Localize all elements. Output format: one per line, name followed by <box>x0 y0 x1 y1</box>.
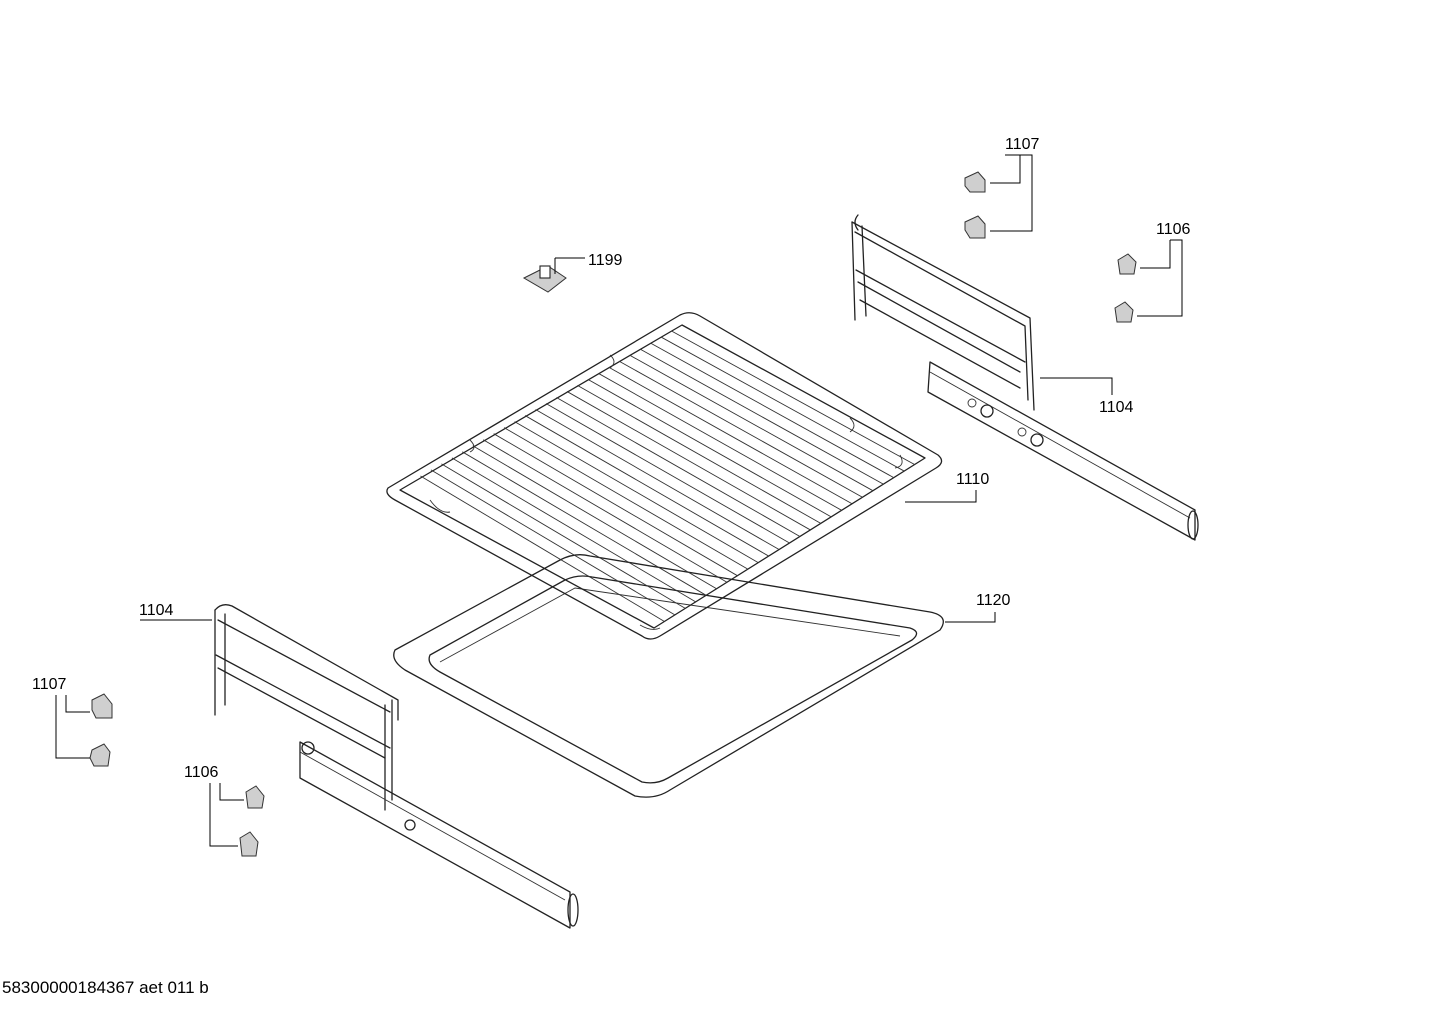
clip-1199-part <box>522 265 567 293</box>
shelf-rod <box>493 433 738 577</box>
shelf-rod <box>420 475 665 622</box>
shelf-rod <box>462 451 707 596</box>
clip-1106-top-lower-part <box>1114 301 1134 323</box>
callout-1107-top: 1107 <box>1005 136 1040 153</box>
right-telescopic-rail-part <box>851 214 1199 541</box>
shelf-rod <box>671 330 915 465</box>
callout-1104-right: 1104 <box>1099 399 1134 416</box>
shelf-rod <box>430 469 676 616</box>
callout-1106-top: 1106 <box>1156 221 1191 238</box>
shelf-rod <box>598 372 842 511</box>
shelf-rod <box>545 403 790 544</box>
shelf-rod <box>566 391 811 531</box>
shelf-rod <box>619 360 863 498</box>
clip-1106-top-upper-part <box>1117 253 1137 275</box>
shelf-rod <box>535 409 780 550</box>
callout-1106-left: 1106 <box>184 764 219 781</box>
shelf-rod <box>587 378 832 518</box>
clip-1107-top-upper-part <box>964 171 986 193</box>
baking-tray-part <box>393 554 944 798</box>
callout-1107-left: 1107 <box>32 676 67 693</box>
callout-1120: 1120 <box>976 592 1011 609</box>
shelf-rod <box>441 463 686 609</box>
shelf-rod <box>650 342 894 479</box>
callout-1199: 1199 <box>588 252 623 269</box>
shelf-rod <box>451 457 696 603</box>
leader-lines <box>55 154 1183 847</box>
left-telescopic-rail-part <box>214 604 579 929</box>
shelf-rod <box>483 439 728 583</box>
shelf-rod <box>472 445 717 590</box>
clip-1106-left-lower-part <box>239 831 259 857</box>
shelf-rod <box>503 427 749 570</box>
wire-shelf-part <box>386 312 943 640</box>
shelf-rod <box>660 336 905 472</box>
shelf-rod <box>608 366 853 505</box>
shelf-rod <box>629 354 874 492</box>
shelf-rod <box>556 397 801 537</box>
shelf-rod <box>524 415 769 557</box>
shelf-rod <box>639 348 884 485</box>
shelf-wire-rods <box>420 330 915 622</box>
clip-1107-left-upper-part <box>91 693 113 719</box>
clip-1106-left-upper-part <box>245 785 265 809</box>
shelf-rod <box>514 421 759 564</box>
document-code: 58300000184367 aet 011 b <box>2 978 209 997</box>
callout-1104-left: 1104 <box>139 602 174 619</box>
callout-1110: 1110 <box>956 471 989 488</box>
shelf-rod <box>577 384 821 524</box>
clip-1107-top-lower-part <box>964 215 986 239</box>
clip-1107-left-lower-part <box>89 743 111 767</box>
